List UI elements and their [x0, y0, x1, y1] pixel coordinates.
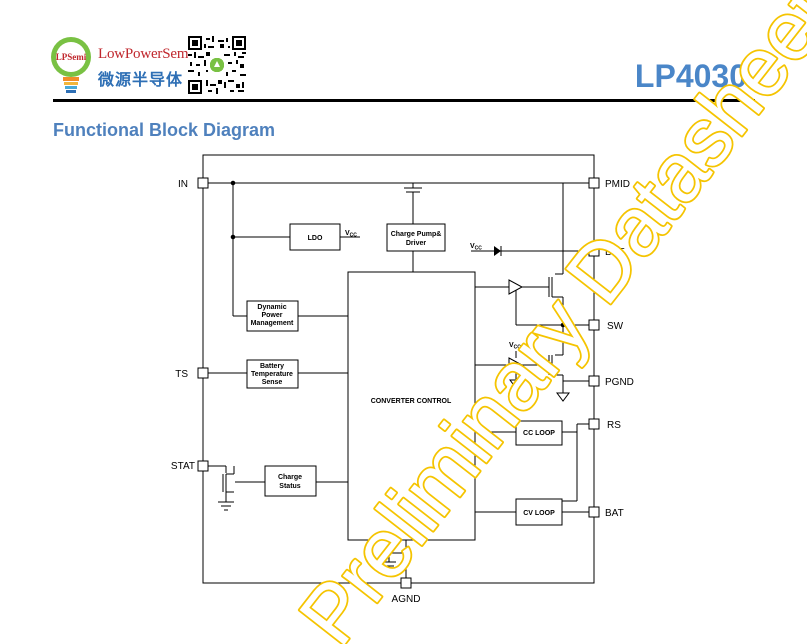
pin-bst-label: BST	[605, 247, 624, 258]
driver-ground-icon	[509, 379, 523, 389]
vcc-label-ldo: VCC	[345, 230, 357, 239]
pin-pmid	[588, 177, 600, 189]
pin-bat-label: BAT	[605, 508, 624, 519]
ldo-block	[289, 223, 341, 251]
dpm-label-line2: Power	[261, 312, 282, 319]
bts-label-line3: Sense	[262, 379, 283, 386]
company-logo: LPSemi LowPowerSemi 微源半导体	[50, 36, 250, 98]
battery-temperature-sense-block	[246, 359, 299, 389]
cv-loop-label: CV LOOP	[523, 510, 555, 517]
charge-pump-label-line2: Driver	[406, 240, 427, 247]
pin-pgnd-label: PGND	[605, 377, 634, 388]
brand-english-name: LowPowerSemi	[98, 46, 193, 62]
part-number: LP4030	[634, 58, 747, 94]
lightbulb-logo-icon: LPSemi	[51, 37, 91, 93]
charge-status-label-line2: Status	[279, 483, 301, 490]
pin-pmid-label: PMID	[605, 179, 630, 190]
cc-loop-block	[515, 420, 563, 446]
header-divider	[53, 99, 755, 102]
pin-ts	[197, 367, 209, 379]
high-side-driver-icon	[508, 279, 524, 295]
cv-loop-block	[515, 498, 563, 526]
brand-chinese-name: 微源半导体	[98, 72, 184, 89]
pin-in-label: IN	[178, 179, 188, 190]
pgnd-ground-icon	[556, 392, 570, 402]
pin-agnd	[400, 577, 412, 589]
dynamic-power-management-block	[246, 300, 299, 332]
bts-label-line2: Temperature	[251, 371, 293, 378]
pin-bat	[588, 506, 600, 518]
pin-stat-label: STAT	[171, 461, 195, 472]
vcc-label-bst: VCC	[470, 243, 482, 252]
section-title: Functional Block Diagram	[53, 120, 276, 140]
pin-rs-label: RS	[607, 420, 621, 431]
bst-diode-icon	[494, 246, 501, 256]
dpm-label-line1: Dynamic	[257, 304, 286, 311]
converter-control-label: CONVERTER CONTROL	[371, 398, 452, 405]
cc-loop-label: CC LOOP	[523, 430, 555, 437]
charge-pump-block	[386, 223, 446, 252]
charge-status-label-line1: Charge	[278, 474, 302, 481]
pin-bst	[588, 245, 600, 257]
ldo-label: LDO	[308, 235, 323, 242]
pin-stat	[197, 460, 209, 472]
pin-sw	[588, 319, 600, 331]
vcc-label-lowside: VCC	[509, 342, 521, 351]
converter-control-block	[347, 271, 476, 541]
charge-pump-label-line1: Charge Pump&	[391, 231, 442, 238]
pin-in	[197, 177, 209, 189]
page-header: LPSemi LowPowerSemi 微源半导体	[0, 0, 807, 105]
pin-rs	[588, 418, 600, 430]
pin-sw-label: SW	[607, 321, 624, 332]
bts-label-line1: Battery	[260, 363, 284, 370]
pin-agnd-label: AGND	[392, 594, 421, 605]
preliminary-datasheet-watermark: Preliminary Datasheet	[282, 0, 807, 644]
low-side-driver-icon	[508, 357, 524, 373]
logo-badge-text: LPSemi	[56, 52, 87, 62]
qr-code-icon	[188, 36, 246, 94]
charge-status-block	[264, 465, 317, 497]
pin-ts-label: TS	[175, 369, 188, 380]
pin-pgnd	[588, 375, 600, 387]
dpm-label-line3: Management	[251, 320, 294, 327]
